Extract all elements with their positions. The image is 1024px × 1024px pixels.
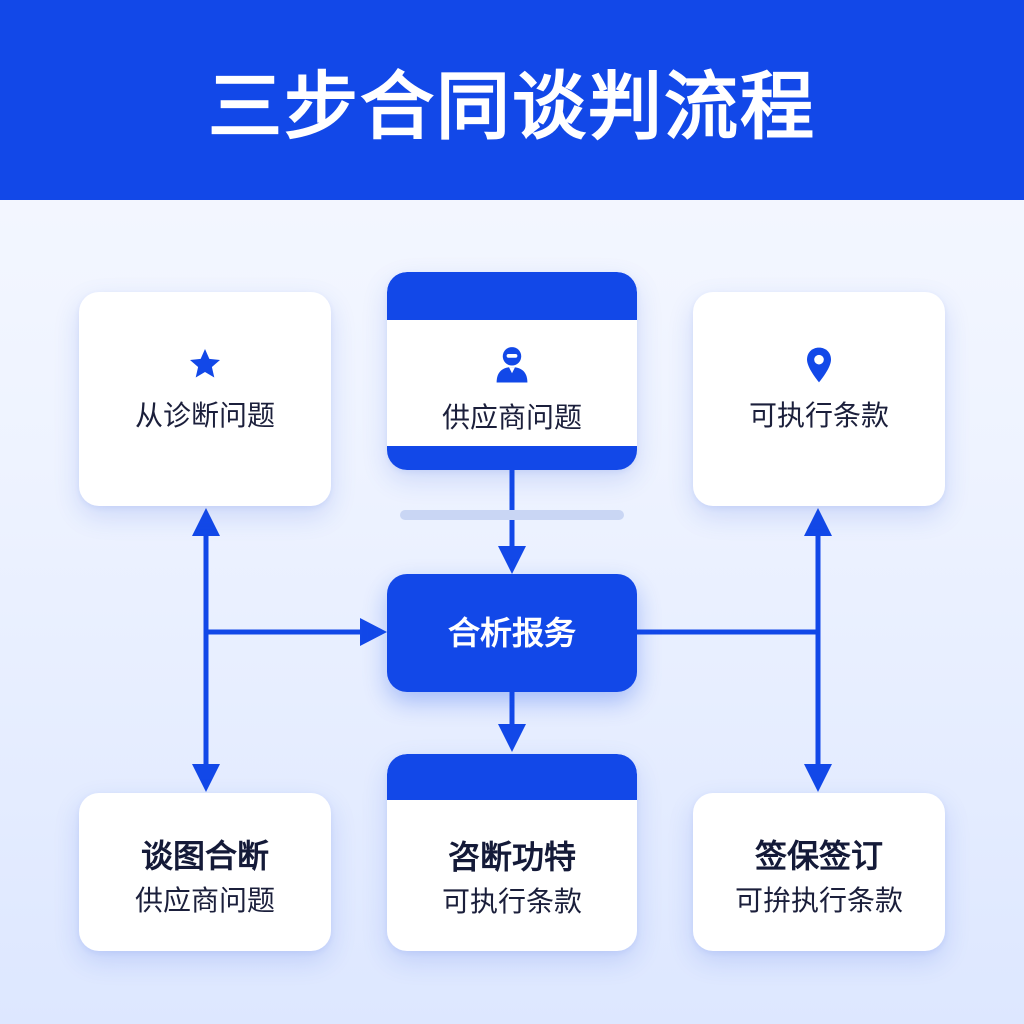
right-up-arrowhead xyxy=(804,508,832,536)
right-down-arrowhead xyxy=(804,764,832,792)
page-title: 三步合同谈判流程 xyxy=(208,64,816,150)
card-bottom-middle[interactable]: 咨断功特 可执行条款 xyxy=(387,754,637,951)
divider-bar xyxy=(400,510,624,520)
bottom-middle-arrowhead xyxy=(498,724,526,752)
card-top-middle-header-bar xyxy=(387,272,637,320)
header-banner: 三步合同谈判流程 xyxy=(0,0,1024,200)
center-top-arrowhead xyxy=(498,546,526,574)
card-top-right[interactable]: 可执行条款 xyxy=(693,292,945,506)
card-bottom-middle-title: 咨断功特 xyxy=(447,838,576,876)
card-bottom-right-subtitle: 可拚执行条款 xyxy=(734,884,903,917)
location-pin-icon xyxy=(693,346,945,386)
card-bottom-middle-header-bar xyxy=(387,754,637,800)
card-bottom-right-title: 签保签订 xyxy=(754,837,883,875)
card-top-left[interactable]: 从诊断问题 xyxy=(79,292,331,506)
card-top-left-label: 从诊断问题 xyxy=(134,399,275,432)
card-bottom-middle-subtitle: 可执行条款 xyxy=(441,885,582,918)
card-bottom-left-title: 谈图合断 xyxy=(140,837,269,875)
star-icon xyxy=(79,346,331,386)
left-down-arrowhead xyxy=(192,764,220,792)
card-bottom-left-subtitle: 供应商问题 xyxy=(134,884,275,917)
card-top-middle-label: 供应商问题 xyxy=(441,401,582,434)
left-up-arrowhead xyxy=(192,508,220,536)
center-left-arrowhead xyxy=(360,618,387,646)
center-node[interactable]: 合析报务 xyxy=(387,574,637,692)
card-top-middle[interactable]: 供应商问题 xyxy=(387,272,637,470)
card-bottom-left[interactable]: 谈图合断 供应商问题 xyxy=(79,793,331,951)
card-top-middle-footer-bar xyxy=(387,446,637,470)
card-top-right-label: 可执行条款 xyxy=(748,399,889,432)
user-icon xyxy=(387,344,637,384)
card-bottom-right[interactable]: 签保签订 可拚执行条款 xyxy=(693,793,945,951)
